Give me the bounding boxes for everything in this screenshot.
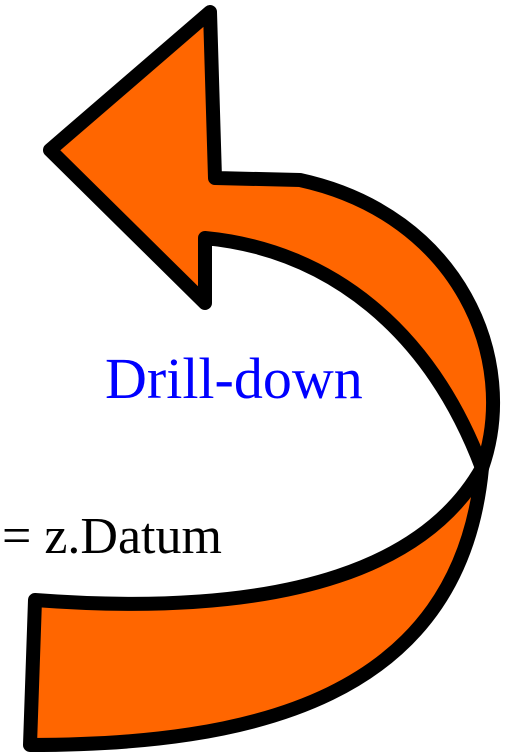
- drill-down-label: Drill-down: [105, 346, 363, 411]
- curved-arrow-upper: [43, 5, 501, 475]
- curved-arrow-lower: [23, 461, 489, 752]
- datum-text: = z.Datum: [2, 508, 222, 565]
